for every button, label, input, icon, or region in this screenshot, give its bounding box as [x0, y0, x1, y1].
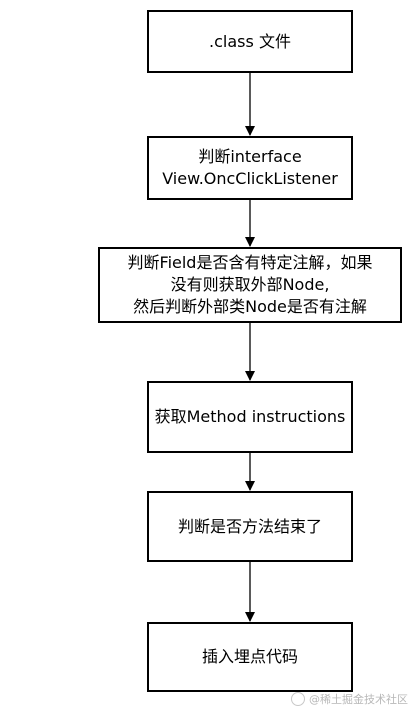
step-check-field-annotation: 判断Field是否含有特定注解，如果 没有则获取外部Node, 然后判断外部类N…	[98, 247, 402, 323]
step-6-line-1: 插入埋点代码	[201, 647, 298, 666]
step-check-interface: 判断interface View.OncClickListener	[147, 136, 353, 200]
step-get-method-instructions: 获取Method instructions	[147, 381, 353, 453]
step-3-line-1: 判断Field是否含有特定注解，如果	[127, 253, 373, 272]
step-insert-tracking-code: 插入埋点代码	[147, 622, 353, 692]
juejin-logo-icon	[291, 692, 305, 706]
step-2-line-2: View.OncClickListener	[162, 169, 338, 188]
step-class-file: .class 文件	[147, 10, 353, 73]
step-check-method-end: 判断是否方法结束了	[147, 491, 353, 562]
watermark-text: @稀土掘金技术社区	[309, 693, 408, 706]
step-3-line-3: 然后判断外部类Node是否有注解	[133, 297, 367, 316]
step-5-line-1: 判断是否方法结束了	[177, 516, 322, 536]
watermark: @稀土掘金技术社区	[291, 691, 408, 707]
step-4-line-1: 获取Method instructions	[154, 407, 346, 426]
step-3-line-2: 没有则获取外部Node,	[170, 275, 330, 294]
step-2-line-1: 判断interface	[198, 147, 302, 166]
step-1-line-1: .class 文件	[209, 31, 291, 51]
